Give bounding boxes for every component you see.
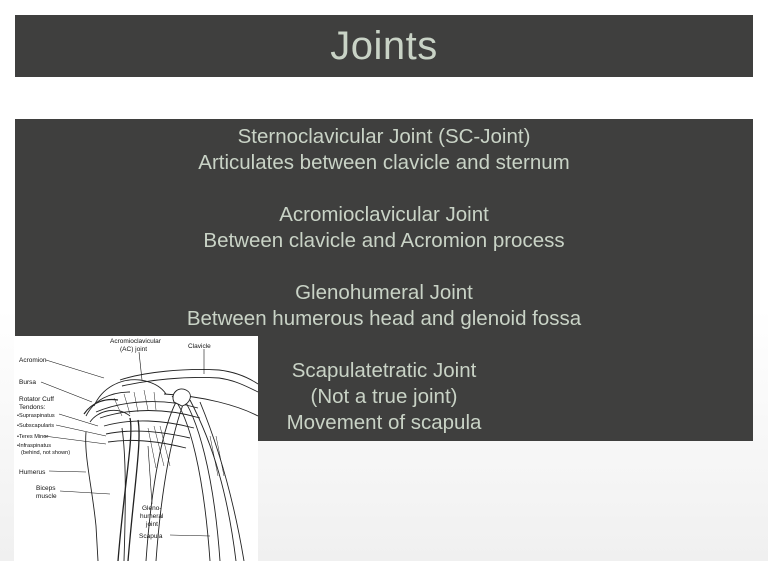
title-bar: Joints: [15, 15, 753, 77]
label-glenohumeral: Gleno-: [142, 505, 162, 512]
joint-description: Between humerous head and glenoid fossa: [186, 307, 582, 330]
label-infraspinatus-2: (behind, not shown): [21, 450, 70, 456]
joint-heading: Sternoclavicular Joint (SC-Joint): [237, 125, 531, 148]
joint-list: Sternoclavicular Joint (SC-Joint) Articu…: [15, 124, 753, 436]
joint-description: Between clavicle and Acromion process: [203, 229, 565, 252]
label-teres-minor: •Teres Minor: [17, 434, 48, 440]
joint-heading: Glenohumeral Joint: [295, 281, 473, 304]
joint-item-scapulothoracic: Scapulatetratic Joint (Not a true joint)…: [15, 358, 753, 436]
label-clavicle: Clavicle: [188, 343, 211, 350]
label-ac-joint: Acromioclavicular: [110, 338, 162, 345]
joint-heading: Acromioclavicular Joint: [279, 203, 489, 226]
label-biceps-2: muscle: [36, 493, 57, 500]
label-acromion: Acromion: [19, 357, 47, 364]
label-glenohumeral-3: joint: [145, 521, 158, 528]
joint-heading: Scapulatetratic Joint: [291, 359, 477, 382]
label-subscapularis: •Subscapularis: [17, 423, 54, 429]
label-humerus: Humerus: [19, 469, 46, 476]
joint-item-ac: Acromioclavicular Joint Between clavicle…: [15, 202, 753, 254]
label-supraspinatus: •Supraspinatus: [17, 413, 55, 419]
label-rotator-cuff: Rotator Cuff: [19, 396, 54, 403]
joint-item-sc: Sternoclavicular Joint (SC-Joint) Articu…: [15, 124, 753, 176]
slide-title: Joints: [330, 23, 438, 68]
shoulder-anatomy-diagram: Acromioclavicular (AC) joint Clavicle Ac…: [14, 336, 258, 561]
joint-description: (Not a true joint): [310, 385, 458, 408]
label-rotator-cuff-2: Tendons:: [19, 404, 46, 411]
label-bursa: Bursa: [19, 379, 36, 386]
label-glenohumeral-2: humeral: [140, 513, 164, 520]
joint-item-glenohumeral: Glenohumeral Joint Between humerous head…: [15, 280, 753, 332]
joint-description: Articulates between clavicle and sternum: [198, 151, 570, 174]
joint-description: Movement of scapula: [286, 411, 482, 434]
label-ac-joint-2: (AC) joint: [120, 346, 147, 353]
label-infraspinatus: •Infraspinatus: [17, 443, 51, 449]
label-scapula: Scapula: [139, 533, 163, 540]
label-biceps: Biceps: [36, 485, 56, 492]
